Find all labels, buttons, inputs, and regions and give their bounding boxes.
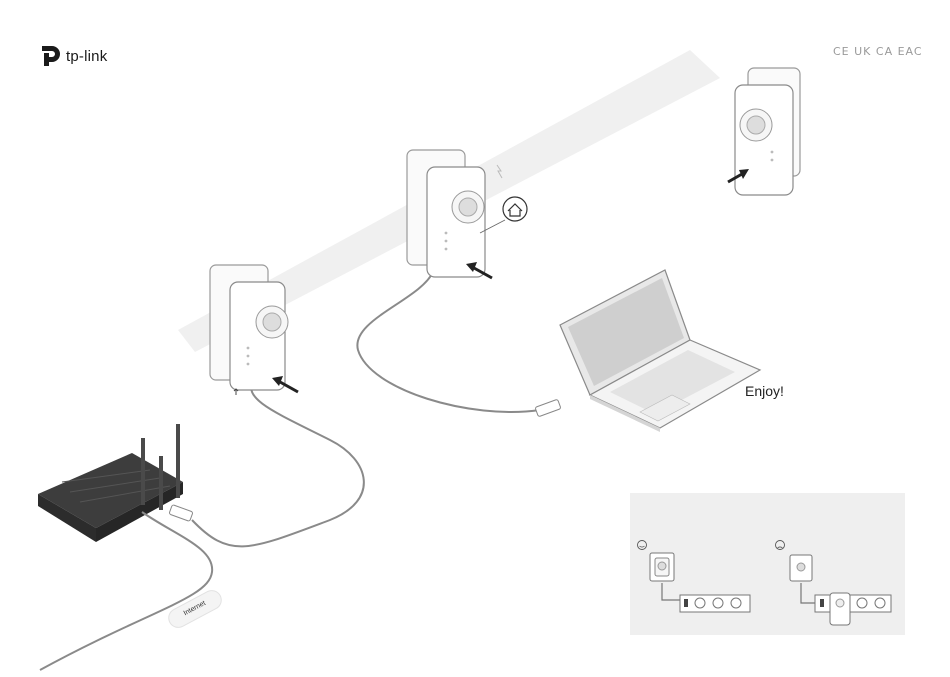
router-ethernet-plug bbox=[169, 505, 193, 522]
home-icon bbox=[503, 197, 527, 221]
cable-router-to-adapter-1 bbox=[192, 380, 364, 546]
internet-cable bbox=[40, 512, 212, 670]
powerline-adapter-1 bbox=[210, 265, 288, 395]
cable-adapter-2-to-laptop bbox=[357, 272, 540, 412]
inset-illustration bbox=[630, 493, 905, 635]
enjoy-label: Enjoy! bbox=[745, 383, 784, 399]
laptop bbox=[560, 270, 760, 432]
laptop-ethernet-plug bbox=[535, 399, 561, 417]
